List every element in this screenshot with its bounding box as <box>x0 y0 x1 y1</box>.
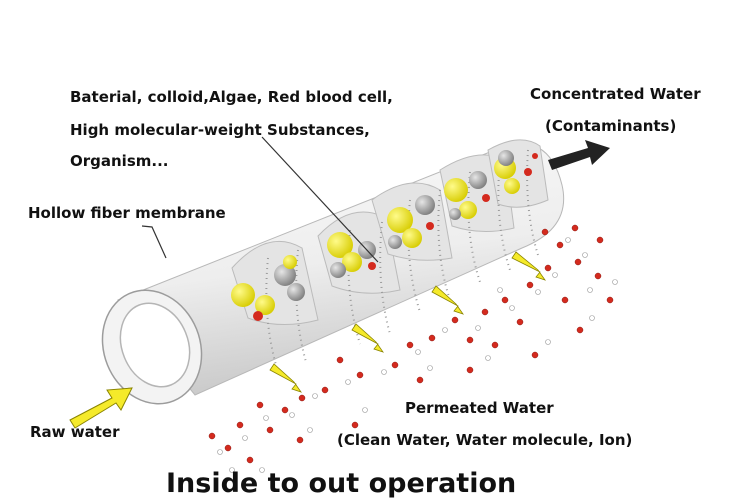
raw-water-label: Raw water <box>30 423 120 441</box>
diagram-title: Inside to out operation <box>166 468 517 499</box>
hollow-fiber-membrane-label: Hollow fiber membrane <box>28 204 226 222</box>
substances-label-line-3: Organism... <box>70 152 169 170</box>
permeated-molecules <box>208 224 614 464</box>
contaminants-label: (Contaminants) <box>545 117 677 135</box>
contaminant-clusters <box>231 150 538 321</box>
permeated-detail-label: (Clean Water, Water molecule, Ion) <box>337 431 633 449</box>
membrane-tube <box>101 139 565 405</box>
concentrated-water-arrow <box>548 140 610 170</box>
hollow-fiber-leader-line <box>141 225 167 259</box>
raw-water-arrow <box>69 387 133 429</box>
permeate-flow-arrows <box>269 251 547 393</box>
concentrated-water-label: Concentrated Water <box>530 85 701 103</box>
substances-label-line-1: Baterial, colloid,Algae, Red blood cell, <box>70 88 393 106</box>
substances-label-line-2: High molecular-weight Substances, <box>70 121 370 139</box>
permeated-water-label: Permeated Water <box>405 399 554 417</box>
substances-leader-line <box>261 136 379 263</box>
